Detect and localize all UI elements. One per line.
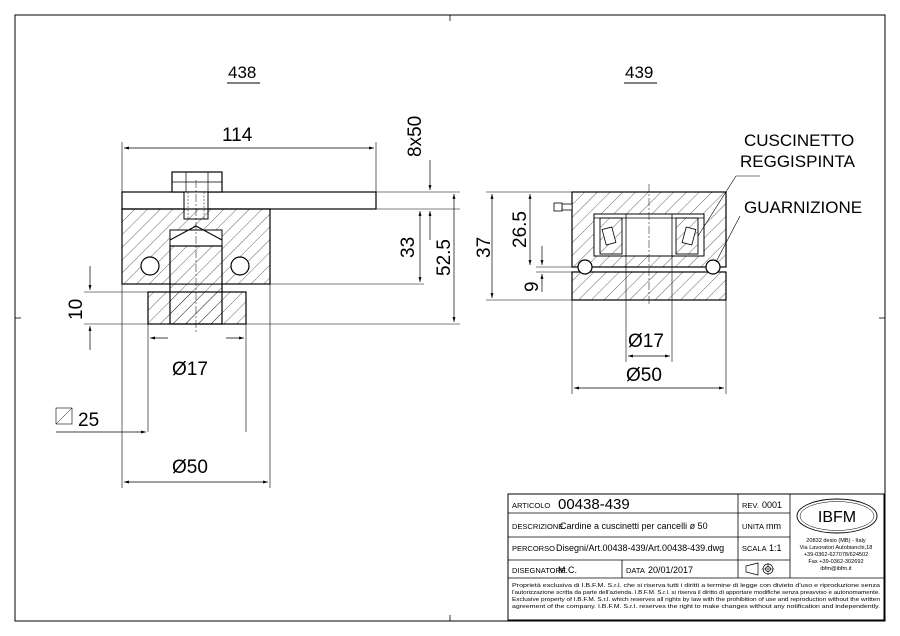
view-code-left: 438 [227,63,260,84]
svg-text:IBFM: IBFM [818,509,856,526]
dim-dia17-left: Ø17 [172,359,208,380]
dim-dia50-left: Ø50 [172,457,208,478]
descrizione-value: Cardine a cuscinetti per cancelli ø 50 [560,521,708,531]
unita-value: mm [766,521,781,531]
dim-dia17-right: Ø17 [628,331,664,352]
descrizione-label: DESCRIZIONE [512,522,563,531]
dim-dia50-right: Ø50 [626,365,662,386]
right-view-drawing [486,175,760,394]
legal-notice-line-3: Exclusive property of I.B.F.M. S.r.l. wh… [512,597,880,603]
legal-notice-line-1: Proprietà esclusiva di I.B.F.M. S.r.l. c… [512,583,881,589]
rev-label: REV. [742,501,759,510]
dim-10: 10 [66,299,87,320]
company-phone: +39-0362-627078/624502 [804,552,869,558]
legal-notice-line-4: agreement of the company. I.B.F.M. S.r.l… [512,604,881,610]
projection-symbol-icon [745,562,774,576]
rev-value: 0001 [762,500,782,510]
articolo-value: 00438-439 [558,496,630,513]
callout-bearing-line1: CUSCINETTO [744,131,854,150]
dim-114: 114 [222,125,253,146]
disegnatore-value: M.C. [558,565,577,575]
percorso-label: PERCORSO [512,544,555,553]
view-code-right: 439 [624,63,657,84]
percorso-value: Disegni/Art.00438-439/Art.00438-439.dwg [556,543,724,553]
company-email: ibfm@ibfm.it [820,566,852,572]
svg-text:438: 438 [228,63,256,82]
left-view-drawing [55,142,460,488]
callout-bearing-line2: REGGISPINTA [740,152,856,171]
dim-26-5: 26.5 [510,211,531,248]
sheet-frame [14,14,886,622]
company-logo: IBFM [796,498,878,534]
data-label: DATA [626,566,645,575]
dim-9: 9 [522,281,543,292]
dim-8x50: 8x50 [405,116,426,157]
dim-33: 33 [398,237,419,258]
disegnatore-label: DISEGNATORE [512,566,566,575]
data-value: 20/01/2017 [648,565,693,575]
dim-52-5: 52.5 [434,239,455,276]
company-address-1: 20832 desio (MB) - Italy [806,538,866,544]
company-fax: Fax +39-0362-302692 [808,559,863,565]
dim-37: 37 [474,237,495,258]
legal-notice-line-2: l'autorizzazione scritta da parte dell'a… [512,590,880,596]
company-address-2: Via Lavoratori Autobianchi,18 [800,545,873,551]
scala-label: SCALA [742,544,767,553]
callout-seal: GUARNIZIONE [744,198,862,217]
title-block [507,493,885,621]
unita-label: UNITA [742,522,764,531]
dim-square-25: 25 [78,410,99,431]
svg-text:439: 439 [625,63,653,82]
scala-value: 1:1 [769,543,782,553]
articolo-label: ARTICOLO [512,501,550,510]
